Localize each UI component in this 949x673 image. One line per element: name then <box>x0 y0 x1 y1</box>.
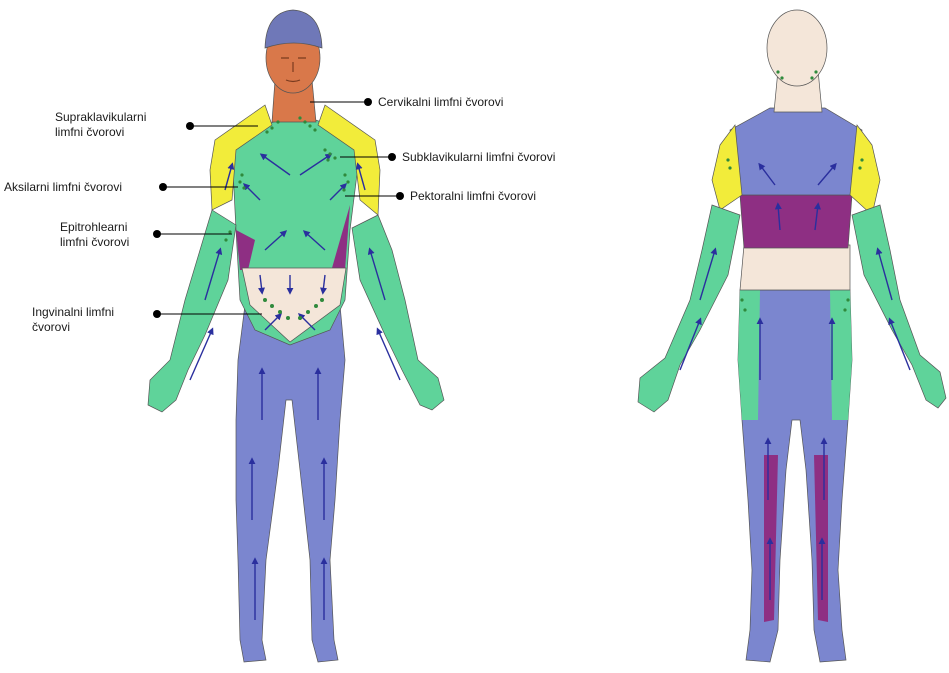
back-lower-cream <box>740 245 850 290</box>
label-epitrohlearni-line2: limfni čvorovi <box>60 235 129 250</box>
back-arm-left <box>638 205 740 412</box>
label-cervikalni: Cervikalni limfni čvorovi <box>378 95 503 110</box>
label-epitrohlearni-line1: Epitrohlearni <box>60 220 129 235</box>
label-aksilarni: Aksilarni limfni čvorovi <box>4 180 122 195</box>
back-figure <box>638 10 946 662</box>
front-arm-right <box>352 215 444 410</box>
label-subklavikularni: Subklavikularni limfni čvorovi <box>402 150 555 165</box>
label-pektoralni: Pektoralni limfni čvorovi <box>410 189 536 204</box>
back-leg-green-left <box>738 290 760 420</box>
label-supraklavikularni: Supraklavikularni limfni čvorovi <box>55 110 146 140</box>
label-ingvinalni-line1: Ingvinalni limfni <box>32 305 114 320</box>
back-head <box>767 10 827 86</box>
back-arm-right <box>852 205 946 408</box>
label-ingvinalni: Ingvinalni limfni čvorovi <box>32 305 114 335</box>
back-upper <box>730 108 862 195</box>
front-arm-left <box>148 210 236 412</box>
label-supraklavikularni-line2: limfni čvorovi <box>55 125 146 140</box>
back-purple-band <box>740 195 852 248</box>
label-epitrohlearni: Epitrohlearni limfni čvorovi <box>60 220 129 250</box>
front-cap <box>265 10 322 48</box>
label-supraklavikularni-line1: Supraklavikularni <box>55 110 146 125</box>
label-ingvinalni-line2: čvorovi <box>32 320 114 335</box>
back-leg-green-right <box>830 290 852 420</box>
